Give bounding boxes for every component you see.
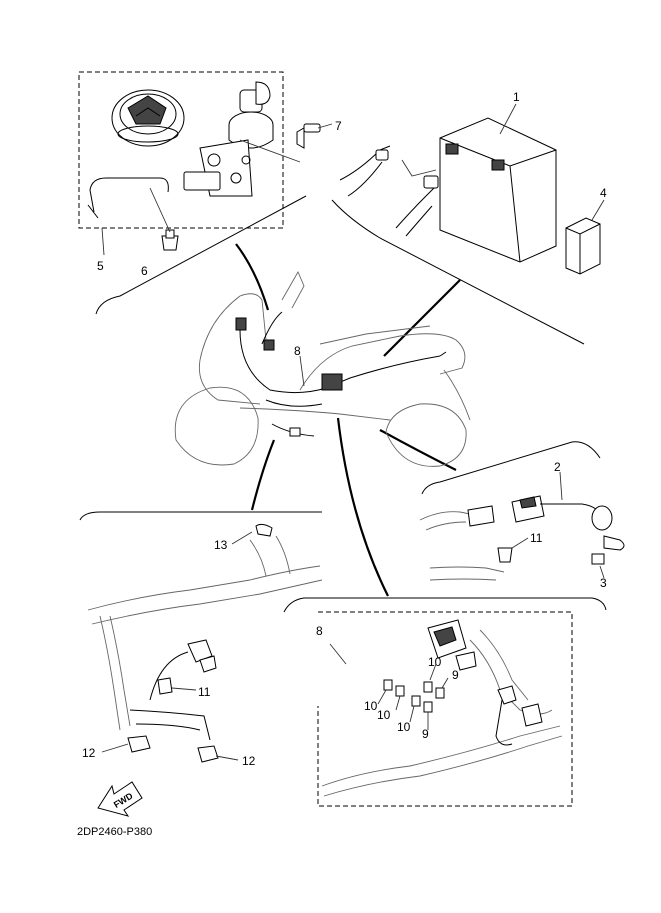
callout-label: 1 xyxy=(513,90,520,104)
callout-label: 11 xyxy=(530,531,543,545)
callout-label: 9 xyxy=(422,727,429,741)
callout-label: 10 xyxy=(428,655,442,669)
fuel-cap-part xyxy=(111,89,185,147)
detail-lead-group xyxy=(419,441,625,581)
callout-label: 12 xyxy=(82,746,96,760)
dashed-frame-ignition xyxy=(78,71,284,229)
callout-label: 7 xyxy=(335,119,342,133)
fuse-set xyxy=(383,679,445,713)
scooter-body-outline xyxy=(174,270,471,467)
callout-label: 9 xyxy=(452,668,459,682)
callout-label: 5 xyxy=(97,259,104,273)
fwd-arrow-icon xyxy=(97,781,143,817)
part-code: 2DP2460-P380 xyxy=(77,826,152,838)
callout-label: 10 xyxy=(364,699,378,713)
callout-label: 10 xyxy=(377,708,391,722)
detail-battery-group xyxy=(339,103,605,275)
callout-label: 8 xyxy=(294,344,301,358)
callout-label: 11 xyxy=(198,685,211,699)
lock-cable-part xyxy=(89,177,169,213)
callout-bubbles xyxy=(95,195,585,597)
battery-part xyxy=(439,117,557,263)
detail-front-harness-group xyxy=(79,511,323,817)
detail-main-harness-group xyxy=(283,597,607,807)
bolt-part-7 xyxy=(296,123,321,149)
callout-label: 3 xyxy=(600,576,607,590)
callout-label: 2 xyxy=(554,460,561,474)
detail-ignition-group xyxy=(78,71,333,256)
callout-labels: 1 2 3 4 5 6 7 8 8 9 9 10 10 10 10 11 11 … xyxy=(82,90,607,768)
ignition-switch-part xyxy=(183,81,274,197)
callout-label: 13 xyxy=(214,538,228,552)
callout-label: 12 xyxy=(242,754,256,768)
callout-label: 4 xyxy=(600,186,607,200)
clip-part-6 xyxy=(161,229,179,251)
callout-label: 10 xyxy=(397,720,411,734)
relay-part-4 xyxy=(565,217,601,275)
callout-label: 6 xyxy=(141,264,148,278)
callout-label: 8 xyxy=(316,624,323,638)
